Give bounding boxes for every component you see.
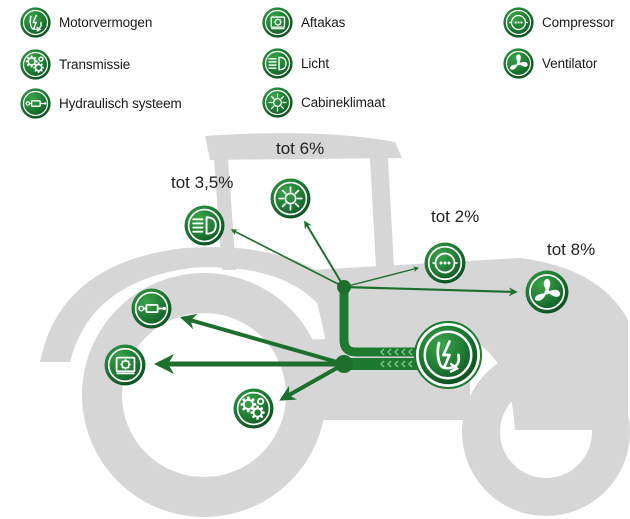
arrows-auxiliary	[230, 220, 518, 297]
legend-item-transmissie: Transmissie	[20, 48, 130, 80]
legend-item-ventilator: Ventilator	[503, 47, 597, 79]
headlight-icon	[185, 206, 225, 246]
pto-icon	[105, 345, 146, 386]
legend-item-aftakas: Aftakas	[262, 6, 345, 38]
arrow-to-compressor	[343, 266, 420, 288]
pct-cabineklimaat: tot 6%	[276, 139, 325, 158]
fan-icon	[526, 271, 569, 314]
pct-compressor: tot 2%	[431, 207, 480, 226]
upper-hub	[337, 280, 351, 294]
legend-item-hydraulisch: Hydraulisch systeem	[20, 87, 182, 119]
arrow-to-ventilator	[343, 285, 518, 297]
arrow-to-cabineklimaat	[304, 220, 345, 288]
legend-label: Transmissie	[59, 56, 131, 72]
legend-label: Compressor	[542, 14, 615, 30]
arrows-main	[154, 313, 345, 401]
upper-shaft	[339, 283, 430, 357]
legend-item-licht: Licht	[262, 47, 329, 79]
engine-power-icon	[419, 326, 478, 385]
legend-label: Hydraulisch systeem	[59, 95, 182, 111]
transmission-gears-icon	[234, 389, 274, 429]
arrow-to-transmissie	[279, 362, 345, 401]
tractor-silhouette	[40, 133, 630, 517]
legend-label: Licht	[301, 55, 330, 71]
arrow-to-licht	[230, 229, 345, 288]
climate-icon	[271, 179, 311, 219]
legend-item-compressor: Compressor	[503, 6, 615, 38]
arrow-to-hydraulisch	[179, 313, 345, 366]
legend-label: Aftakas	[301, 14, 346, 30]
legend-label: Motorvermogen	[59, 14, 153, 30]
lower-hub	[335, 355, 353, 373]
legend-label: Ventilator	[542, 55, 598, 71]
compressor-icon	[425, 243, 466, 284]
hydraulic-cylinder-icon	[132, 289, 172, 329]
pct-licht: tot 3,5%	[171, 173, 234, 192]
legend-item-cabineklimaat: Cabineklimaat	[262, 86, 385, 118]
flow-chevrons	[379, 348, 413, 368]
legend-item-motorvermogen: Motorvermogen	[20, 6, 152, 38]
pct-ventilator: tot 8%	[547, 240, 596, 259]
legend-label: Cabineklimaat	[301, 94, 386, 110]
